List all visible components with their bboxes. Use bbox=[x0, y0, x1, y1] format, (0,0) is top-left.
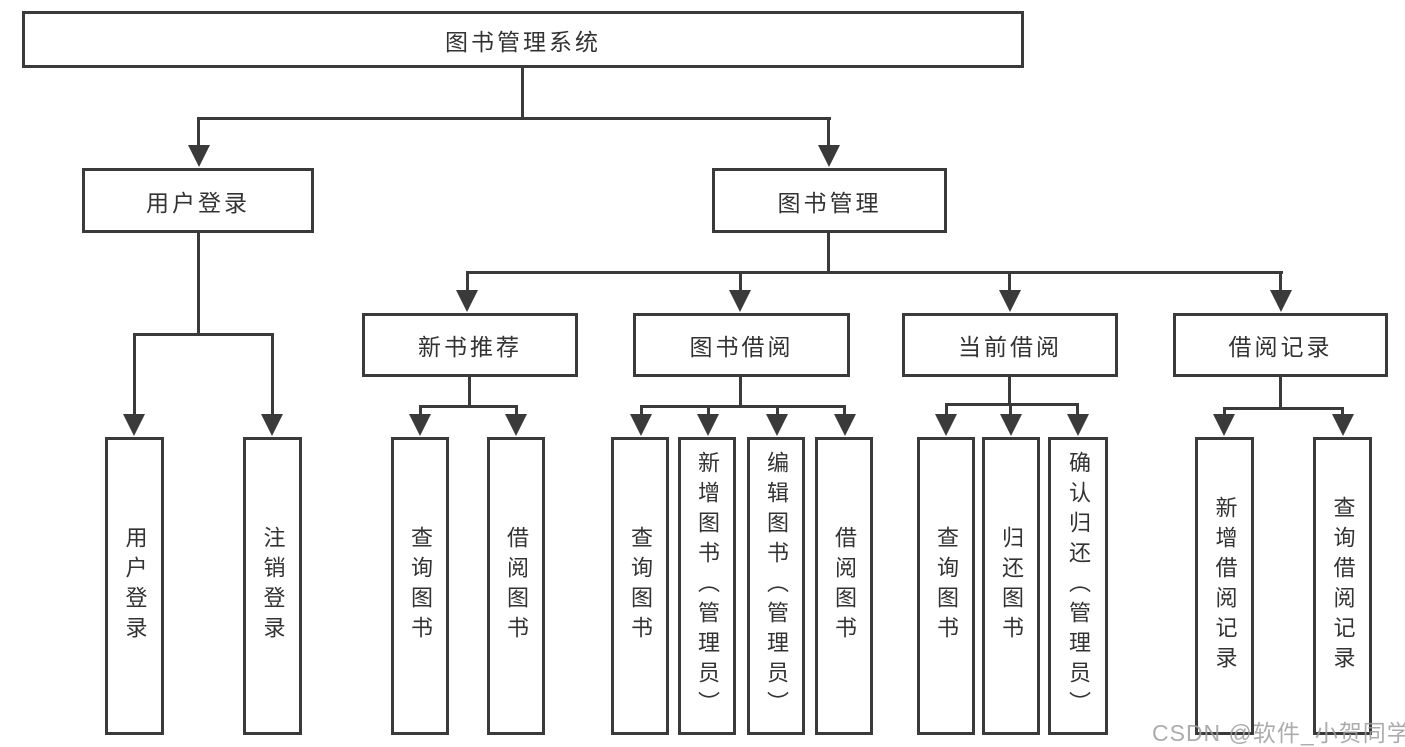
connector-line bbox=[739, 375, 742, 407]
arrow-down-icon bbox=[818, 145, 840, 167]
connector-line bbox=[945, 403, 948, 416]
arrow-down-icon bbox=[456, 290, 478, 312]
connector-line bbox=[466, 271, 469, 292]
connector-line bbox=[515, 405, 518, 416]
arrow-down-icon bbox=[1332, 414, 1354, 436]
arrow-down-icon bbox=[505, 414, 527, 436]
connector-line bbox=[1076, 403, 1079, 416]
arrow-down-icon bbox=[1213, 414, 1235, 436]
connector-line bbox=[945, 403, 1079, 406]
connector-line bbox=[1008, 271, 1011, 292]
connector-line bbox=[1341, 407, 1344, 416]
connector-line bbox=[197, 117, 200, 147]
connector-line bbox=[707, 405, 710, 416]
connector-line bbox=[419, 405, 518, 408]
arrow-down-icon bbox=[999, 290, 1021, 312]
node-leaf-query-books-current: 查询图书 bbox=[917, 437, 975, 735]
connector-line bbox=[1008, 375, 1011, 405]
connector-line bbox=[133, 333, 136, 416]
arrow-down-icon bbox=[1000, 414, 1022, 436]
node-leaf-logout: 注销登录 bbox=[243, 437, 302, 735]
connector-line bbox=[468, 375, 471, 407]
connector-line bbox=[271, 333, 274, 416]
arrow-down-icon bbox=[729, 290, 751, 312]
connector-line bbox=[1009, 403, 1012, 416]
connector-line bbox=[776, 405, 779, 416]
arrow-down-icon bbox=[1270, 290, 1292, 312]
node-leaf-return-books: 归还图书 bbox=[982, 437, 1040, 735]
connector-line bbox=[827, 117, 830, 147]
arrow-down-icon bbox=[123, 414, 145, 436]
connector-line bbox=[827, 231, 830, 273]
arrow-down-icon bbox=[766, 414, 788, 436]
node-leaf-query-books-recommend: 查询图书 bbox=[391, 437, 449, 735]
node-leaf-confirm-return-admin: 确认归还（管理员） bbox=[1048, 437, 1108, 735]
node-leaf-user-login: 用户登录 bbox=[105, 437, 164, 735]
node-leaf-add-book-admin: 新增图书（管理员） bbox=[678, 437, 736, 735]
connector-line bbox=[521, 66, 524, 118]
connector-line bbox=[1223, 407, 1344, 410]
node-borrowing-records: 借阅记录 bbox=[1173, 313, 1388, 377]
node-leaf-query-borrow-record: 查询借阅记录 bbox=[1313, 437, 1372, 735]
node-leaf-add-borrow-record: 新增借阅记录 bbox=[1195, 437, 1254, 735]
arrow-down-icon bbox=[1067, 414, 1089, 436]
connector-line bbox=[640, 405, 846, 408]
arrow-down-icon bbox=[188, 145, 210, 167]
arrow-down-icon bbox=[935, 414, 957, 436]
connector-line bbox=[739, 271, 742, 292]
node-new-book-recommendation: 新书推荐 bbox=[362, 313, 578, 377]
arrow-down-icon bbox=[409, 414, 431, 436]
node-book-management-branch: 图书管理 bbox=[712, 168, 947, 233]
node-user-login-branch: 用户登录 bbox=[82, 168, 314, 233]
connector-line bbox=[466, 271, 1283, 274]
arrow-down-icon bbox=[697, 414, 719, 436]
node-root: 图书管理系统 bbox=[22, 11, 1024, 68]
node-leaf-query-books-borrowing: 查询图书 bbox=[611, 437, 669, 735]
connector-line bbox=[419, 405, 422, 416]
node-leaf-borrow-books-recommend: 借阅图书 bbox=[487, 437, 545, 735]
connector-line bbox=[198, 117, 831, 120]
node-leaf-edit-book-admin: 编辑图书（管理员） bbox=[747, 437, 805, 735]
connector-line bbox=[197, 231, 200, 335]
connector-line bbox=[1279, 375, 1282, 409]
arrow-down-icon bbox=[630, 414, 652, 436]
connector-line bbox=[640, 405, 643, 416]
connector-line bbox=[843, 405, 846, 416]
arrow-down-icon bbox=[261, 414, 283, 436]
node-current-borrowing: 当前借阅 bbox=[902, 313, 1118, 377]
arrow-down-icon bbox=[834, 414, 856, 436]
connector-line bbox=[133, 333, 274, 336]
connector-line bbox=[1279, 271, 1282, 292]
node-leaf-borrow-books-borrowing: 借阅图书 bbox=[815, 437, 873, 735]
node-book-borrowing: 图书借阅 bbox=[633, 313, 850, 377]
connector-line bbox=[1223, 407, 1226, 416]
